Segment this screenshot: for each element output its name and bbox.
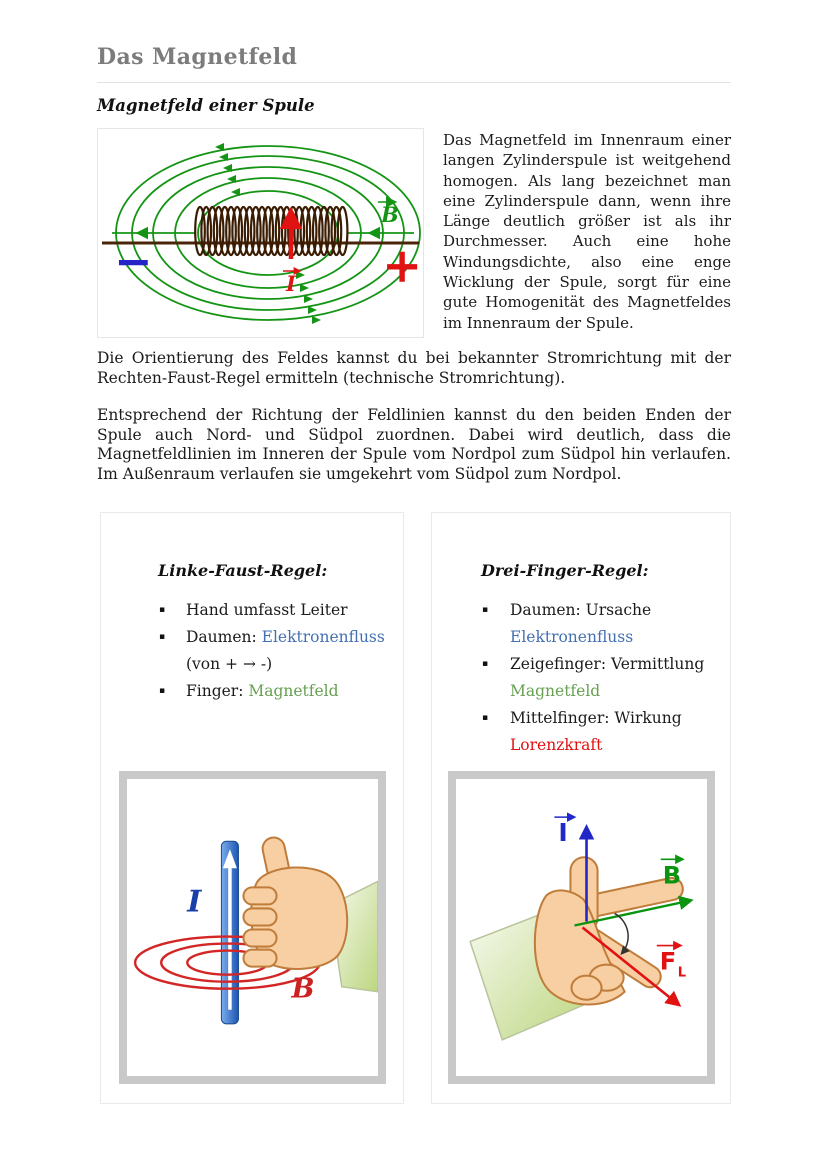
knuckle [242, 928, 278, 948]
bullet-icon: ▪ [482, 605, 489, 615]
current-vector-label: I [554, 812, 577, 847]
solenoid-field-drawing: I B − + [102, 143, 422, 324]
b-label: B [380, 202, 399, 227]
rule-card-right-fingers: Drei-Finger-Regel: ▪ Daumen: Ursache Ele… [431, 512, 731, 1104]
list-item-text: Mittelfinger: Wirkung [510, 709, 682, 727]
b-vector-label: B [660, 854, 685, 889]
fist-hand [242, 836, 349, 970]
list-item-text: Finger: [186, 682, 249, 700]
list-item-note: (von + → -) [186, 655, 273, 673]
field-vector [574, 895, 694, 927]
list-item: ▪ Daumen: Ursache Elektronenfluss [432, 597, 722, 651]
fist-figure-frame: I B [119, 771, 386, 1084]
list-item-text: Zeigefinger: Vermittlung [510, 655, 705, 673]
intro-paragraph: Das Magnetfeld im Innenraum einer langen… [443, 131, 731, 332]
i-label: I [285, 271, 297, 296]
plus-pole-symbol: + [382, 238, 422, 294]
bullet-icon: ▪ [159, 632, 166, 642]
list-item: ▪ Hand umfasst Leiter [101, 597, 395, 624]
list-item-text: Hand umfasst Leiter [186, 601, 348, 619]
paragraph-poles: Entsprechend der Richtung der Feldlinien… [97, 406, 731, 483]
angle-arc [614, 912, 630, 955]
field-label: B [291, 974, 315, 1005]
b-label: B [663, 861, 681, 889]
left-rule-list: ▪ Hand umfasst Leiter ▪ Daumen: Elektron… [101, 597, 395, 705]
list-item-text: Daumen: Ursache [510, 601, 652, 619]
list-item: ▪ Zeigefinger: Vermittlung Magnetfeld [432, 651, 722, 705]
rule-card-left-fist: Linke-Faust-Regel: ▪ Hand umfasst Leiter… [100, 512, 404, 1104]
left-rule-title: Linke-Faust-Regel: [158, 561, 328, 580]
rod-current-arrowhead [222, 849, 237, 869]
bullet-icon: ▪ [159, 605, 166, 615]
list-item: ▪ Finger: Magnetfeld [101, 678, 395, 705]
lorentz-force-term: Lorenzkraft [510, 736, 603, 754]
bullet-icon: ▪ [482, 659, 489, 669]
force-vector-label: F L [656, 940, 686, 981]
electron-flow-term: Elektronenfluss [510, 628, 634, 646]
page-title: Das Magnetfeld [97, 44, 298, 70]
force-vector [581, 926, 682, 1007]
paragraph-orientation: Die Orientierung des Feldes kannst du be… [97, 349, 731, 387]
knuckle [242, 907, 278, 927]
f-subscript: L [678, 966, 686, 981]
b-vector-label: B [378, 196, 399, 227]
list-item: ▪ Mittelfinger: Wirkung Lorenzkraft [432, 705, 722, 759]
i-label: I [558, 818, 567, 847]
three-finger-illustration: I B F L [469, 812, 694, 1041]
list-item: ▪ Daumen: Elektronenfluss (von + → -) [101, 624, 395, 678]
minus-pole-symbol: − [114, 234, 153, 288]
magnetic-field-term: Magnetfeld [248, 682, 339, 700]
field-line-arrowheads [215, 143, 321, 324]
bullet-icon: ▪ [159, 686, 166, 696]
curled-finger [570, 974, 603, 1001]
knuckle [242, 886, 278, 906]
current-label: I [186, 884, 202, 919]
right-rule-list: ▪ Daumen: Ursache Elektronenfluss ▪ Zeig… [432, 597, 722, 759]
title-divider [97, 82, 731, 83]
knuckle [242, 948, 278, 968]
finger-figure-frame: I B F L [448, 771, 715, 1084]
bullet-icon: ▪ [482, 713, 489, 723]
right-rule-title: Drei-Finger-Regel: [481, 561, 649, 580]
list-item-text: Daumen: [186, 628, 262, 646]
coil-windings [194, 205, 349, 257]
magnetic-field-term: Magnetfeld [510, 682, 601, 700]
f-label: F [660, 948, 676, 976]
section-title: Magnetfeld einer Spule [97, 96, 315, 115]
left-fist-illustration: I B [133, 836, 378, 1025]
electron-flow-term: Elektronenfluss [261, 628, 385, 646]
document-page: Das Magnetfeld Magnetfeld einer Spule [97, 0, 731, 1171]
current-vector-label: I [283, 267, 302, 296]
solenoid-figure: I B − + [97, 128, 424, 338]
